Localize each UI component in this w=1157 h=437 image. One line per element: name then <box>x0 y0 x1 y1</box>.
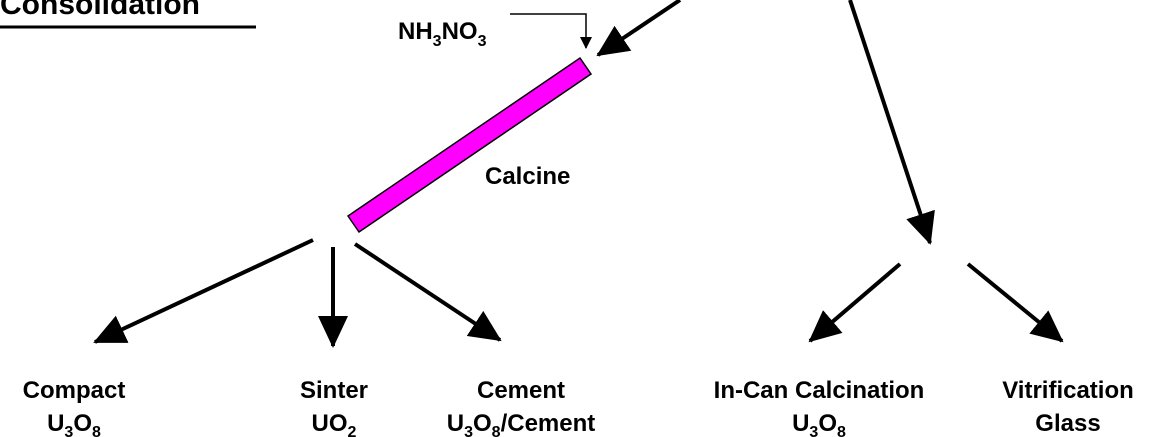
diagram-title: Consolidation <box>0 0 200 21</box>
svg-text:U3O8: U3O8 <box>47 410 101 437</box>
svg-text:Vitrification: Vitrification <box>1002 377 1134 404</box>
svg-text:Cement: Cement <box>477 377 565 404</box>
calcine-label: Calcine <box>485 163 570 190</box>
product-in-can-calcination: In-Can Calcination U3O8 <box>714 377 925 437</box>
product-sinter: Sinter UO2 <box>300 377 368 437</box>
arrow-to-vitrification <box>966 262 1064 343</box>
svg-text:Glass: Glass <box>1035 410 1100 437</box>
calcine-bar <box>346 56 593 234</box>
svg-text:Sinter: Sinter <box>300 377 368 404</box>
arrow-to-incan-branch <box>848 0 935 245</box>
svg-text:In-Can Calcination: In-Can Calcination <box>714 377 925 404</box>
arrow-to-calcine <box>596 0 682 57</box>
svg-text:U3O8: U3O8 <box>792 410 846 437</box>
reagent-feed-arrow <box>510 13 592 49</box>
arrow-to-cement <box>353 242 502 342</box>
product-compact: Compact U3O8 <box>23 377 126 437</box>
svg-text:UO2: UO2 <box>312 410 357 437</box>
arrow-to-compact <box>93 238 314 344</box>
arrow-to-incan <box>808 262 902 343</box>
product-cement: Cement U3O8/Cement <box>447 377 596 437</box>
svg-text:U3O8/Cement: U3O8/Cement <box>447 410 596 437</box>
svg-text:Compact: Compact <box>23 377 126 404</box>
product-vitrification: Vitrification Glass <box>1002 377 1134 437</box>
reagent-label: NH3NO3 <box>398 18 487 50</box>
